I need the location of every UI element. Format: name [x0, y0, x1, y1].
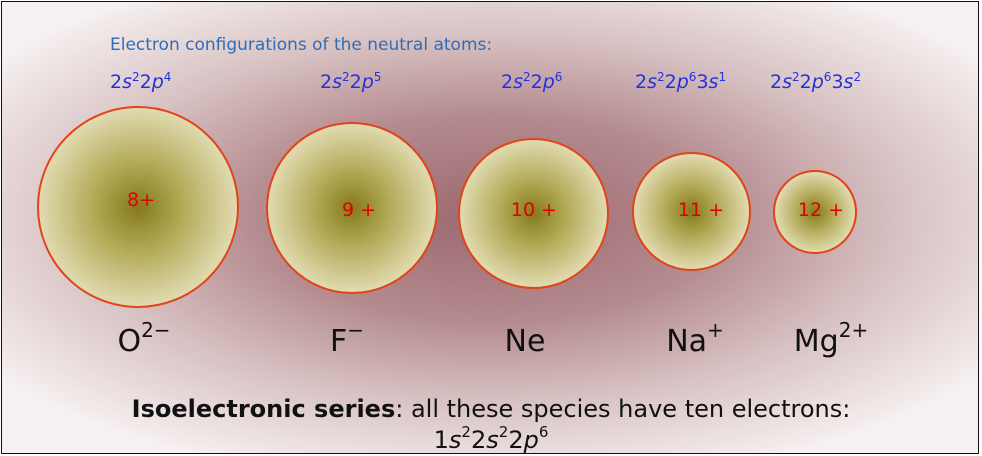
config-orbital: s — [332, 71, 342, 93]
config-fluorine: 2s22p5 — [320, 71, 381, 93]
species-symbol: Na — [666, 324, 708, 359]
species-label-magnesium: Mg2+ — [793, 320, 868, 359]
config-coef: 2 — [501, 71, 514, 93]
config-orbital: s — [513, 71, 523, 93]
nucleus-charge-magnesium: 12 + — [797, 199, 845, 221]
config-orbital: p — [361, 71, 374, 93]
config-coef: 1 — [433, 426, 449, 454]
nucleus-charge-neon: 10 + — [510, 199, 558, 221]
config-orbital: s — [486, 426, 499, 454]
config-exponent: 6 — [823, 70, 832, 84]
config-orbital: s — [708, 71, 719, 93]
config-orbital: s — [843, 71, 854, 93]
config-exponent: 5 — [373, 70, 382, 84]
species-symbol: Ne — [504, 324, 546, 359]
config-orbital: s — [122, 71, 132, 93]
config-orbital: p — [151, 71, 164, 93]
config-neon: 2s22p6 — [501, 71, 562, 93]
species-label-sodium: Na+ — [666, 320, 724, 359]
atom-magnesium-ion — [773, 170, 857, 254]
config-coef: 2 — [770, 71, 783, 93]
nucleus-charge-fluorine: 9 + — [341, 199, 377, 221]
config-exponent: 6 — [688, 70, 697, 84]
config-exponent: 1 — [718, 70, 727, 84]
atom-fluoride-ion — [266, 122, 438, 294]
config-exponent: 2 — [342, 70, 350, 84]
nucleus-charge-oxygen: 8+ — [126, 189, 156, 211]
config-coef: 2 — [110, 71, 123, 93]
ion-charge: − — [347, 318, 365, 342]
config-exponent: 2 — [853, 70, 862, 84]
nucleus-charge-sodium: 11 + — [677, 199, 725, 221]
config-orbital: s — [647, 71, 657, 93]
config-coef: 2 — [799, 71, 812, 93]
config-coef: 2 — [470, 426, 487, 454]
ion-charge: 2+ — [838, 318, 869, 342]
config-exponent: 2 — [657, 70, 665, 84]
species-label-neon: Ne — [505, 324, 546, 359]
config-orbital: p — [811, 71, 824, 93]
atom-oxygen-ion — [37, 106, 239, 308]
config-coef: 2 — [320, 71, 333, 93]
config-sodium: 2s22p63s1 — [635, 71, 726, 93]
config-orbital: s — [782, 71, 792, 93]
config-coef: 3 — [831, 71, 844, 93]
config-exponent: 2 — [792, 70, 800, 84]
config-exponent: 4 — [163, 70, 172, 84]
species-symbol: O — [117, 324, 142, 359]
config-coef: 2 — [635, 71, 648, 93]
config-exponent: 2 — [523, 70, 531, 84]
series-text: : all these species have ten electrons: — [395, 395, 851, 423]
config-exponent: 2 — [461, 423, 471, 441]
caption: Electron configurations of the neutral a… — [110, 35, 493, 55]
atom-neon — [458, 138, 609, 289]
config-coef: 2 — [139, 71, 152, 93]
ion-charge: + — [707, 318, 724, 342]
config-exponent: 6 — [554, 70, 563, 84]
config-coef: 3 — [696, 71, 709, 93]
atom-sodium-ion — [632, 152, 751, 271]
config-coef: 2 — [530, 71, 543, 93]
species-symbol: Mg — [793, 324, 839, 359]
config-orbital: p — [542, 71, 555, 93]
config-coef: 2 — [664, 71, 677, 93]
ion-charge: 2− — [141, 318, 171, 342]
series-statement: Isoelectronic series: all these species … — [2, 395, 978, 423]
species-label-oxygen: O2− — [117, 320, 170, 359]
config-coef: 2 — [349, 71, 362, 93]
config-oxygen: 2s22p4 — [110, 71, 171, 93]
species-symbol: F — [329, 324, 348, 359]
ground-state-config: 1s22s22p6 — [2, 423, 978, 454]
config-exponent: 2 — [132, 70, 140, 84]
config-magnesium: 2s22p63s2 — [770, 71, 861, 93]
config-coef: 2 — [508, 426, 524, 454]
config-exponent: 6 — [538, 423, 549, 441]
config-orbital: p — [523, 426, 539, 454]
config-orbital: s — [448, 426, 462, 454]
config-exponent: 2 — [498, 423, 509, 441]
series-term: Isoelectronic series — [131, 395, 396, 423]
species-label-fluorine: F− — [329, 320, 364, 359]
config-orbital: p — [676, 71, 689, 93]
